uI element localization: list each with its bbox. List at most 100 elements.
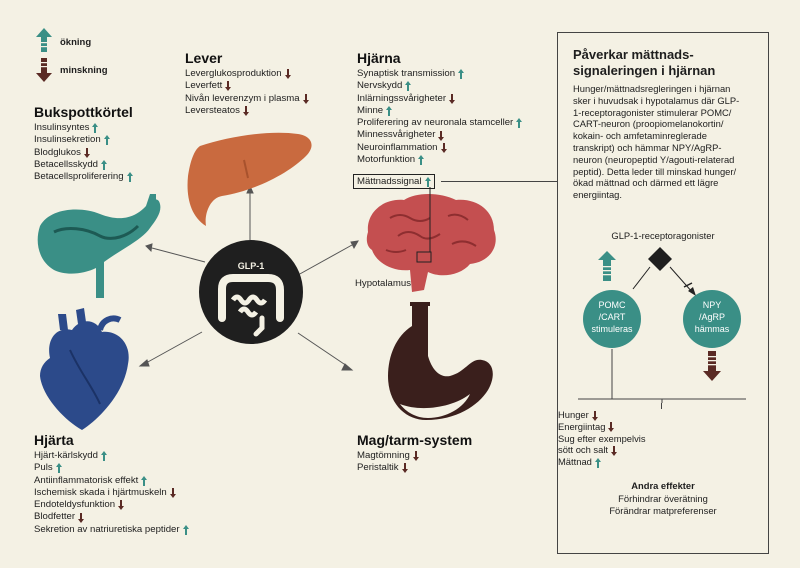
glp1-center-label: GLP-1 [238,261,265,271]
list-item-text: Ischemisk skada i hjärtmuskeln [34,486,167,498]
list-item: Energiintag [558,421,768,433]
list-item: Insulinsekretion [34,134,133,146]
bukspott-title: Bukspottkörtel [34,104,133,120]
brain-icon [366,187,496,292]
down-arrow-icon [169,488,176,499]
gut-icon: GLP-1 [199,240,303,344]
down-arrow-icon [440,142,447,153]
npy-line-2: /AgRP [699,312,725,322]
list-item-text: Betacellsskydd [34,158,98,170]
down-arrow-icon [591,410,598,421]
list-item: Motorfunktion [357,154,522,166]
list-item: Hjärt-kärlskydd [34,450,189,462]
pomc-line-2: /CART [599,312,626,322]
increase-legend-arrow-icon [36,28,52,52]
down-arrow-icon [118,500,125,511]
effects-connector [661,403,662,409]
list-item: Hunger [558,409,768,421]
up-arrow-icon [418,155,425,166]
pomc-circle [583,290,641,348]
list-item: Proliferering av neuronala stamceller [357,117,523,129]
organ-illustrations: GLP-1 [37,132,496,430]
list-item: Synaptisk transmission [357,68,522,80]
connector-arrows [138,184,359,371]
mechanism-diagram: POMC /CART stimuleras NPY /AgRP hämmas [578,247,746,403]
list-item-text: Minne [357,104,384,116]
list-item: Inlärningssvårigheter [357,93,522,105]
info-box-title-2: signaleringen i hjärnan [573,63,716,78]
list-item-text: Magtömning [357,450,410,461]
list-item: sött och salt [558,444,768,456]
up-arrow-icon [100,451,107,462]
npy-line-3: hämmas [695,324,730,334]
list-item-text: Hunger [558,409,589,420]
list-item-text: Peristaltik [357,462,399,474]
list-item-text: Sekretion av natriuretiska peptider [34,523,180,535]
up-arrow-icon [458,69,465,80]
down-arrow-icon [302,93,309,104]
list-item-text: Leverfett [185,80,223,92]
down-arrow-icon [284,69,291,80]
other-effects-title: Andra effekter [631,480,695,491]
list-item: Neuroinflammation [357,142,522,154]
list-item-text: Minnessvårigheter [357,129,436,141]
up-arrow-icon [141,475,148,486]
list-item-text: Leverglukosproduktion [185,68,282,79]
up-arrow-icon [126,172,133,183]
list-item-text: sött och salt [558,444,609,456]
down-arrow-icon [78,512,85,523]
list-item: Minnessvårigheter [357,129,522,141]
inhibit-down-arrow-icon [703,351,721,381]
list-item: Blodglukos [34,147,133,159]
other-effect-1: Förhindrar överätning [618,493,708,504]
list-item: Peristaltik [357,462,472,474]
pomc-line-3: stimuleras [591,324,633,334]
list-item-text: Hjärt-kärlskydd [34,450,98,461]
list-item: Ischemisk skada i hjärtmuskeln [34,487,189,499]
agonist-label: GLP-1-receptoragonister [611,230,715,241]
list-item-text: Neuroinflammation [357,141,438,153]
hypothalamus-label: Hypotalamus [355,278,411,289]
legend-increase-label: ökning [60,37,92,48]
list-item: Endoteldysfunktion [34,499,189,511]
list-item: Blodfetter [34,511,189,523]
mag-title: Mag/tarm-system [357,432,473,448]
list-item: Mättnad [558,456,768,468]
list-item: Magtömning [357,450,472,462]
list-item-text: Antiinflammatorisk effekt [34,474,139,486]
agonist-diamond-icon [648,247,672,271]
list-item: Nivån leverenzym i plasma [185,93,309,105]
list-item-text: Inlärningssvårigheter [357,92,447,104]
list-item-text: Betacellsproliferering [34,171,124,183]
up-arrow-icon [182,524,189,535]
list-item: Nervskydd [357,80,522,92]
up-arrow-icon [594,457,601,468]
down-arrow-icon [611,445,618,456]
list-item: Betacellsskydd [34,159,133,171]
list-item: Sekretion av natriuretiska peptider [34,524,189,536]
list-item-text: Insulinsekretion [34,134,101,146]
other-effect-2: Förändrar matpreferenser [609,505,717,516]
list-item: Minne [357,105,522,117]
list-item-text: Nivån leverenzym i plasma [185,92,300,104]
down-arrow-icon [401,463,408,474]
liver-icon [187,132,312,226]
list-item-text: Sug efter exempelvis [558,432,646,444]
info-box-body: Hunger/mättnadsregleringen i hjärnan ske… [573,83,740,201]
down-arrow-icon [608,422,615,433]
up-arrow-icon [103,135,110,146]
legend: ökning minskning [30,28,130,88]
list-item-text: Puls [34,462,53,474]
list-item: Leverfett [185,80,309,92]
hjarna-title: Hjärna [357,50,401,66]
heart-icon [40,308,129,430]
list-item: Antiinflammatorisk effekt [34,475,189,487]
down-arrow-icon [412,451,419,462]
stomach-icon [388,302,493,420]
